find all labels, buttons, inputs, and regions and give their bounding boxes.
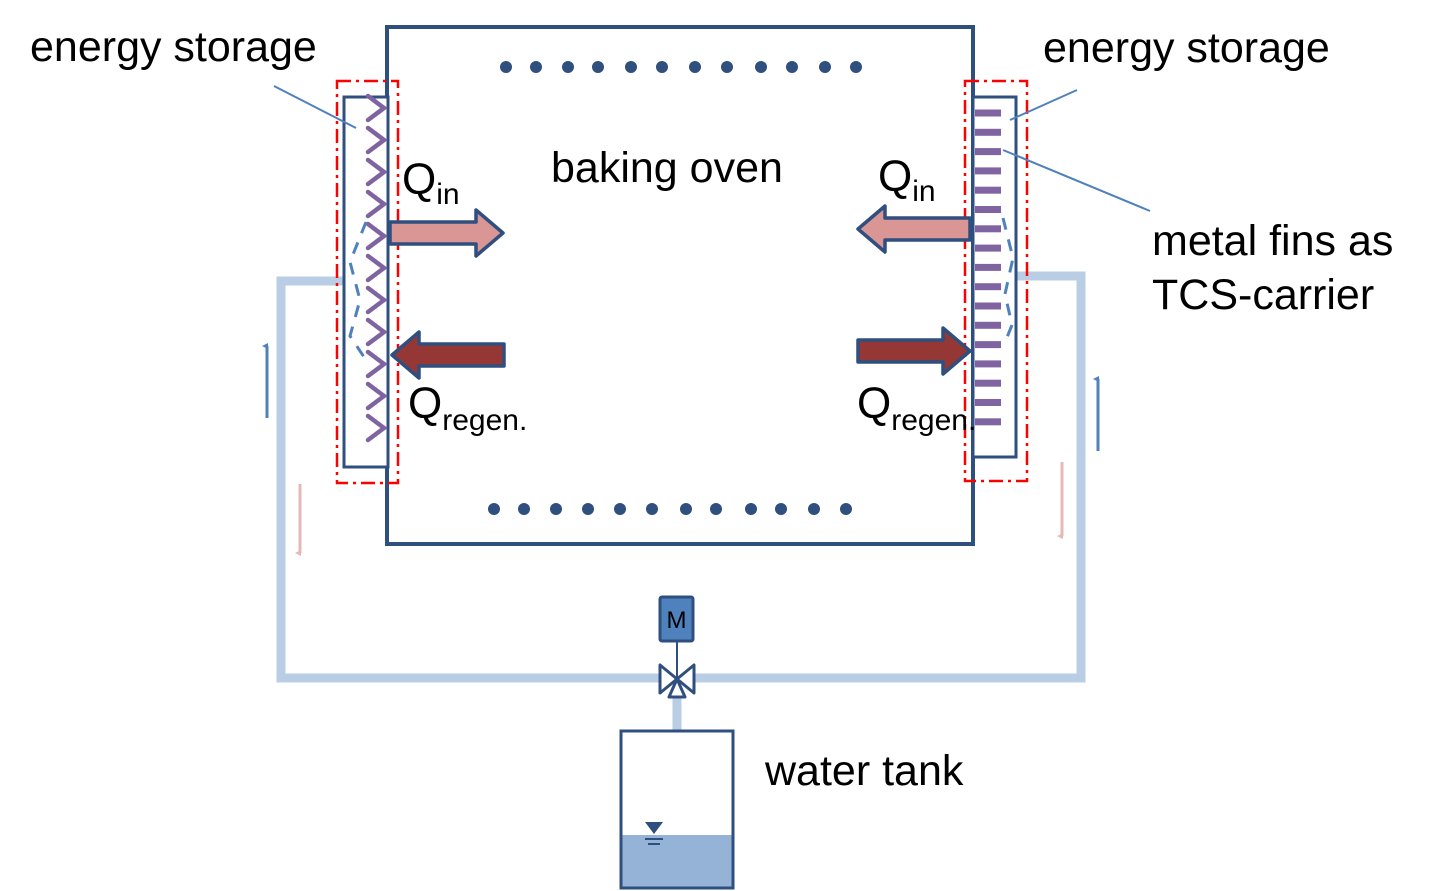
heater-dot xyxy=(518,503,530,515)
label-q-in-left: Qin xyxy=(402,155,460,211)
storage-unit-right xyxy=(971,95,1018,459)
fin-chevron xyxy=(365,349,388,379)
q-subscript-in: in xyxy=(912,175,935,208)
heater-dot xyxy=(625,61,637,73)
water-level-indicator-icon xyxy=(645,822,663,845)
heater-dot xyxy=(786,61,798,73)
fin-bar xyxy=(975,302,1001,310)
heater-dot xyxy=(689,61,701,73)
heater-dot xyxy=(562,61,574,73)
label-q-regen-left: Qregen. xyxy=(408,379,527,437)
fin-bar xyxy=(975,167,1001,175)
fin-bar xyxy=(975,263,1001,271)
heater-dot xyxy=(614,503,626,515)
fin-bar xyxy=(975,418,1001,426)
fin-bar xyxy=(975,128,1001,136)
water-flow-path-left xyxy=(348,221,368,361)
label-q-regen-right: Qregen. xyxy=(857,379,976,437)
fin-bar xyxy=(975,399,1001,406)
baking-oven-box xyxy=(385,25,975,546)
heater-dot xyxy=(680,503,692,515)
fin-bar xyxy=(975,283,1001,291)
fin-chevron xyxy=(365,285,388,315)
fin-bar xyxy=(975,109,1001,117)
heater-dot xyxy=(530,61,542,73)
leader-storage-right xyxy=(1009,89,1078,121)
heater-dot xyxy=(755,61,767,73)
water-flow-dashes xyxy=(1001,217,1015,346)
fin-bar xyxy=(975,225,1001,233)
metal-fins-right xyxy=(975,109,1001,426)
fin-chevron xyxy=(365,317,388,347)
three-way-valve-icon xyxy=(658,663,696,699)
fin-chevron xyxy=(365,157,388,187)
label-metal-fins-line1: metal fins as xyxy=(1152,217,1393,265)
fin-chevron xyxy=(365,125,388,155)
leader-storage-left xyxy=(273,85,357,129)
fin-bar xyxy=(975,341,1001,349)
label-baking-oven: baking oven xyxy=(551,144,783,192)
heater-dot xyxy=(592,61,604,73)
q-symbol: Q xyxy=(878,152,912,201)
heater-dot xyxy=(656,61,668,73)
fin-chevron xyxy=(365,189,388,219)
q-symbol: Q xyxy=(402,155,436,204)
fin-chevron xyxy=(365,93,388,123)
heater-dot xyxy=(775,503,787,515)
q-in-arrow-left xyxy=(388,208,505,258)
water-flow-dashes xyxy=(348,221,368,361)
metal-fins-left xyxy=(365,93,388,443)
fin-bar xyxy=(975,379,1001,387)
heater-dot xyxy=(646,503,658,515)
fin-bar xyxy=(975,321,1001,329)
storage-unit-left xyxy=(342,95,390,469)
fin-bar xyxy=(975,360,1001,368)
storage-boundary-right xyxy=(963,79,1029,483)
heater-dot xyxy=(721,61,733,73)
heater-dot xyxy=(488,503,500,515)
fin-chevron xyxy=(365,381,388,411)
water-level xyxy=(621,835,733,888)
fin-bar xyxy=(975,244,1001,252)
q-subscript-in: in xyxy=(436,178,459,211)
q-subscript-regen: regen. xyxy=(891,404,976,437)
label-energy-storage-right: energy storage xyxy=(1043,24,1330,72)
water-tank-box xyxy=(619,729,735,890)
pipe-right-loop xyxy=(695,271,1086,683)
label-energy-storage-left: energy storage xyxy=(30,23,317,71)
fin-bar xyxy=(975,148,1001,156)
heater-dot xyxy=(819,61,831,73)
label-q-in-right: Qin xyxy=(878,152,936,208)
q-regen-arrow-right xyxy=(856,326,972,376)
storage-boundary-left xyxy=(335,79,400,485)
heater-dot xyxy=(840,503,852,515)
heater-dot xyxy=(710,503,722,515)
heater-dot xyxy=(550,503,562,515)
heater-dot xyxy=(808,503,820,515)
fin-chevron xyxy=(365,253,388,283)
pipe-left-loop xyxy=(276,276,660,683)
fin-bar xyxy=(975,186,1001,194)
leader-metal-fins xyxy=(1002,149,1151,212)
heater-dot xyxy=(850,61,862,73)
q-symbol: Q xyxy=(408,379,442,428)
fin-chevron xyxy=(365,413,388,443)
heater-dot xyxy=(582,503,594,515)
q-subscript-regen: regen. xyxy=(442,404,527,437)
heater-dot xyxy=(745,503,757,515)
fin-bar xyxy=(975,206,1001,213)
label-metal-fins-line2: TCS-carrier xyxy=(1152,271,1374,319)
fin-chevron xyxy=(365,221,388,251)
q-regen-arrow-left xyxy=(390,330,506,380)
motor-label: M xyxy=(667,607,687,634)
water-flow-path-right xyxy=(1001,217,1015,346)
heating-elements-top xyxy=(500,61,862,73)
q-symbol: Q xyxy=(857,379,891,428)
q-in-arrow-right xyxy=(856,204,972,254)
label-water-tank: water tank xyxy=(764,747,964,795)
heating-elements-bottom xyxy=(488,503,852,515)
heater-dot xyxy=(500,61,512,73)
